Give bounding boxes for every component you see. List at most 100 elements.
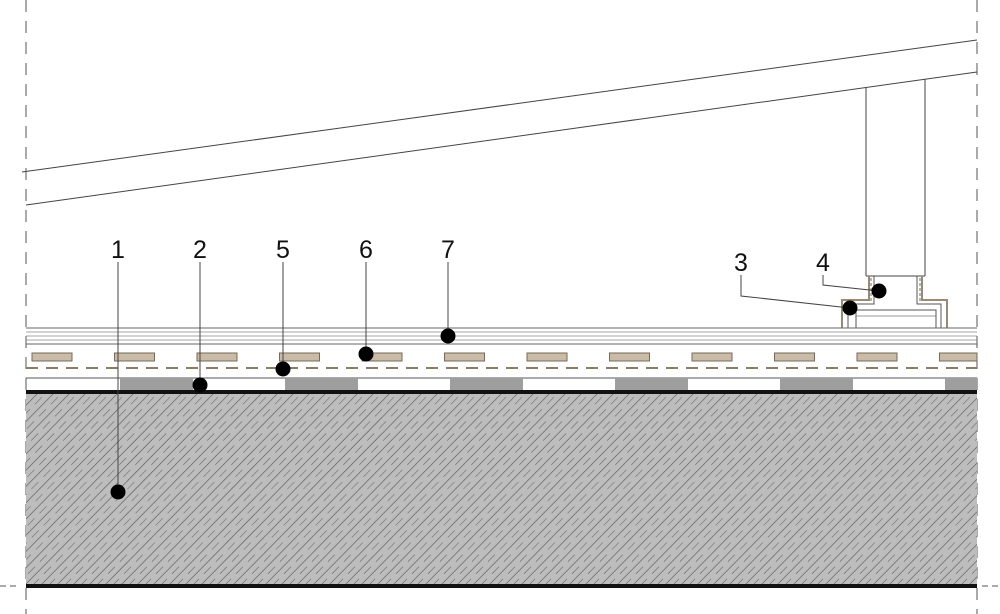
hatch-line — [87, 393, 279, 586]
marker-4 — [871, 283, 887, 299]
leader-3 — [740, 275, 851, 309]
hatch-line-dashed — [159, 393, 351, 586]
hatch-line — [439, 393, 631, 586]
hatch-line-dashed — [26, 393, 143, 512]
batten — [444, 352, 485, 362]
hatch-line — [839, 446, 977, 586]
seal-outer-right — [921, 276, 948, 328]
joist — [120, 378, 193, 391]
callout-number-7: 7 — [441, 236, 455, 264]
hatch-line-dashed — [479, 393, 671, 586]
hatch-line — [263, 393, 455, 586]
marker-5 — [275, 361, 291, 377]
hatch-line — [647, 393, 839, 586]
hatch-line — [423, 393, 615, 586]
hatch-line-dashed — [207, 393, 399, 586]
slab-fill — [26, 393, 977, 586]
hatch-line — [327, 393, 519, 586]
marker-6 — [358, 346, 374, 362]
hatch-line-dashed — [63, 393, 255, 586]
hatch-line — [119, 393, 311, 586]
callouts: 1 2 5 6 7 3 4 — [110, 236, 887, 500]
hatch-line-dashed — [511, 393, 703, 586]
hatch-line-dashed — [527, 393, 719, 586]
hatch-line-dashed — [495, 393, 687, 586]
hatch-line-dashed — [671, 393, 863, 586]
hatch-line — [567, 393, 759, 586]
hatch-line — [26, 393, 183, 553]
hatch-line-dashed — [751, 393, 943, 586]
hatch-line — [535, 393, 727, 586]
callout-3: 3 — [734, 249, 858, 316]
leader-4 — [822, 275, 880, 292]
hatch-line — [455, 393, 647, 586]
batten — [856, 352, 898, 362]
hatch-line-dashed — [607, 393, 799, 586]
sloped-line-bottom — [25, 71, 978, 206]
hatch-line-dashed — [271, 393, 463, 586]
hatch-line-dashed — [703, 393, 895, 586]
hatch-line — [39, 393, 231, 586]
hatch-line-dashed — [543, 393, 735, 586]
hatch-line-dashed — [351, 393, 543, 586]
hatch-line-dashed — [799, 405, 977, 586]
hatch-line-dashed — [463, 393, 655, 586]
joist — [450, 378, 523, 391]
hatch-line-dashed — [975, 584, 977, 586]
hatch-line — [103, 393, 295, 586]
hatch-line — [583, 393, 775, 586]
hatch-line-dashed — [687, 393, 879, 586]
hatch-line — [391, 393, 583, 586]
callout-6: 6 — [358, 236, 374, 362]
hatch-line — [231, 393, 423, 586]
hatch-line-dashed — [815, 422, 977, 586]
hatch-line — [71, 393, 263, 586]
hatch-line — [247, 393, 439, 586]
hatch-line — [984, 393, 1000, 586]
hatch-line — [215, 393, 407, 586]
hatch-line-dashed — [319, 393, 511, 586]
callout-number-4: 4 — [816, 249, 830, 277]
hatch-line — [727, 393, 919, 586]
hatch-line — [743, 393, 935, 586]
hatch-line-dashed — [0, 393, 14, 586]
batten — [196, 352, 238, 362]
hatch-line-dashed — [783, 393, 975, 586]
hatch-line — [26, 393, 71, 439]
hatch-line — [55, 393, 247, 586]
concrete-slab — [0, 390, 1000, 588]
hatch-line-dashed — [111, 393, 303, 586]
vertical-post — [865, 79, 926, 277]
hatch-line — [183, 393, 375, 586]
hatch-line-dashed — [26, 393, 63, 430]
callout-4: 4 — [816, 249, 887, 299]
hatch-line — [487, 393, 679, 586]
batten — [609, 352, 650, 362]
hatch-line-dashed — [303, 393, 495, 586]
hatch-line — [663, 393, 855, 586]
hatch-line-dashed — [26, 393, 95, 463]
hatch-line — [695, 393, 887, 586]
hatch-line — [343, 393, 535, 586]
hatch-line — [26, 393, 135, 504]
seal-inner-right — [916, 276, 942, 328]
batten — [939, 352, 978, 362]
hatch-line — [759, 393, 951, 586]
floor-covering-layer — [26, 327, 977, 345]
hatch-line-dashed — [335, 393, 527, 586]
sloped-element — [21, 39, 978, 206]
hatch-line-dashed — [95, 393, 287, 586]
hatch-line-dashed — [26, 393, 111, 479]
hatch-line — [0, 393, 22, 586]
hatch-line — [791, 397, 977, 586]
hatch-line — [919, 527, 977, 586]
joist — [285, 378, 358, 391]
hatch-line-dashed — [287, 393, 479, 586]
hatch-line — [711, 393, 903, 586]
hatch-line-dashed — [575, 393, 767, 586]
batten — [31, 352, 73, 362]
callout-number-6: 6 — [359, 236, 373, 264]
batten — [691, 352, 733, 362]
hatch-line-dashed — [992, 393, 1000, 586]
